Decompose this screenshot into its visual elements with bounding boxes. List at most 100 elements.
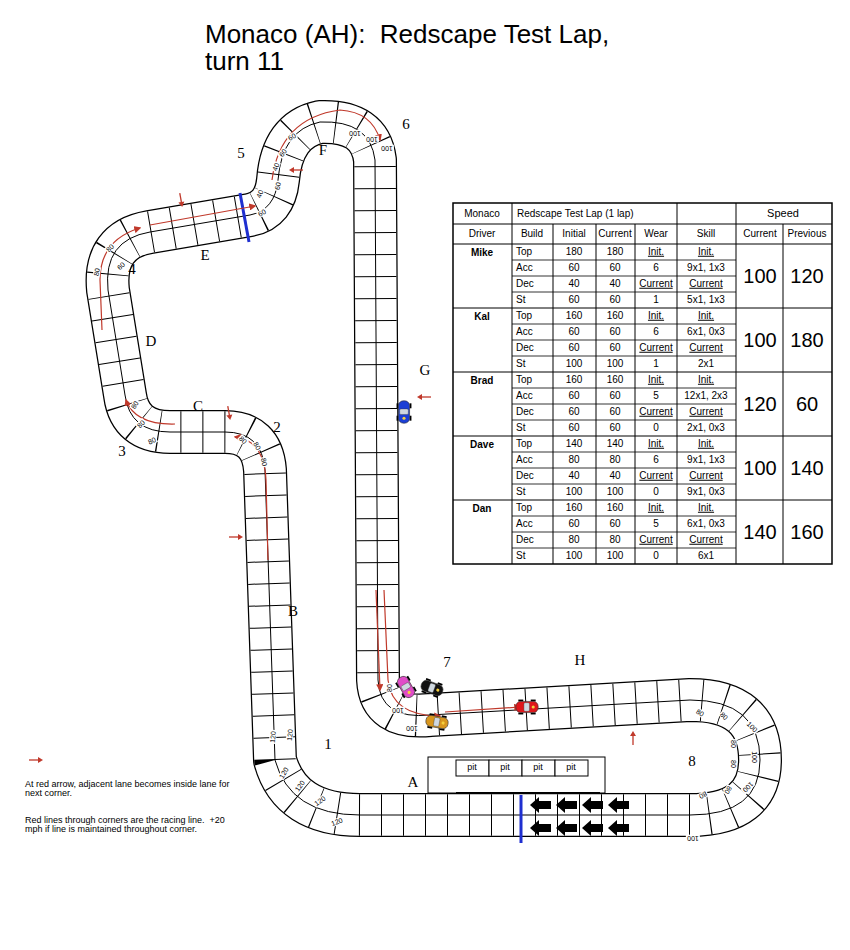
wear-cell: Init. xyxy=(648,311,664,322)
build-stat: Top xyxy=(516,311,532,322)
race-car xyxy=(425,713,450,732)
stat-value: 60 xyxy=(609,519,620,530)
build-stat: St xyxy=(516,487,525,498)
build-stat: Acc xyxy=(516,455,533,466)
table-grid xyxy=(453,203,832,564)
build-stat: Dec xyxy=(516,471,534,482)
lane-arrows xyxy=(29,167,636,836)
driver-name: Brad xyxy=(471,376,494,387)
driver-name: Dave xyxy=(470,440,494,451)
corner-number: 5 xyxy=(237,146,245,162)
build-stat: Top xyxy=(516,439,532,450)
race-car xyxy=(419,677,445,699)
pit-label: pit xyxy=(467,763,477,772)
column-header: Skill xyxy=(697,229,715,240)
section-letter: C xyxy=(193,399,203,415)
stat-value: 60 xyxy=(609,407,620,418)
speed-value: 100 xyxy=(743,458,776,479)
speed-limit: 80 xyxy=(386,683,393,693)
speed-limit: 100 xyxy=(348,129,362,136)
build-stat: Acc xyxy=(516,263,533,274)
lane-arrow xyxy=(417,394,431,400)
build-stat: Top xyxy=(516,375,532,386)
stat-value: 40 xyxy=(568,471,579,482)
corner-number: 1 xyxy=(324,737,332,753)
stat-value: 140 xyxy=(566,439,583,450)
speed-value: 100 xyxy=(743,266,776,287)
stat-value: 100 xyxy=(566,487,583,498)
page-title: Monaco (AH): Redscape Test Lap, turn 11 xyxy=(205,21,635,76)
build-stat: Acc xyxy=(516,391,533,402)
speed-limit: 100 xyxy=(405,724,419,731)
stat-value: 160 xyxy=(607,311,624,322)
speed-limit: 120 xyxy=(269,730,278,744)
build-stat: St xyxy=(516,359,525,370)
section-letter: G xyxy=(420,363,431,379)
skill-cell: Init. xyxy=(698,311,714,322)
stat-value: 60 xyxy=(568,423,579,434)
build-stat: Top xyxy=(516,247,532,258)
section-letter: B xyxy=(288,604,298,620)
wear-cell: Current xyxy=(639,279,672,290)
stat-value: 100 xyxy=(607,487,624,498)
wear-cell: 6 xyxy=(653,455,659,466)
skill-cell: 6x1 xyxy=(698,551,714,562)
corner-number: 4 xyxy=(128,262,136,278)
column-header: Current xyxy=(743,229,776,240)
skill-cell: Init. xyxy=(698,503,714,514)
build-stat: Dec xyxy=(516,343,534,354)
skill-cell: Init. xyxy=(698,375,714,386)
corner-number: 8 xyxy=(688,754,696,770)
skill-cell: 2x1 xyxy=(698,359,714,370)
stat-value: 100 xyxy=(607,359,624,370)
stat-value: 60 xyxy=(568,327,579,338)
build-stat: Top xyxy=(516,503,532,514)
stat-value: 60 xyxy=(568,263,579,274)
corner-number: 3 xyxy=(118,444,126,460)
column-header: Previous xyxy=(788,229,827,240)
wear-cell: 5 xyxy=(653,391,659,402)
build-stat: Dec xyxy=(516,279,534,290)
table-header: Redscape Test Lap (1 lap) xyxy=(517,209,634,220)
corner-number: 6 xyxy=(402,117,410,133)
stat-value: 60 xyxy=(609,295,620,306)
skill-cell: 2x1, 0x3 xyxy=(687,423,725,434)
speed-limit: 100 xyxy=(750,750,757,764)
corner-number: 7 xyxy=(443,655,451,671)
stat-value: 60 xyxy=(568,295,579,306)
stat-value: 60 xyxy=(609,343,620,354)
stat-value: 60 xyxy=(568,343,579,354)
wear-cell: Init. xyxy=(648,247,664,258)
legend-text: At red arrow, adjacent lane becomes insi… xyxy=(25,780,230,799)
speed-limit: 80 xyxy=(729,739,736,749)
stat-value: 180 xyxy=(607,247,624,258)
skill-cell: 6x1, 0x3 xyxy=(687,519,725,530)
skill-cell: Current xyxy=(689,407,722,418)
column-header: Driver xyxy=(469,229,496,240)
race-car xyxy=(394,674,418,701)
wear-cell: 0 xyxy=(653,551,659,562)
wear-cell: Current xyxy=(639,343,672,354)
wear-cell: Current xyxy=(639,407,672,418)
stat-value: 160 xyxy=(566,375,583,386)
stat-value: 60 xyxy=(609,391,620,402)
stat-value: 160 xyxy=(566,311,583,322)
corner-number: 2 xyxy=(273,420,281,436)
speed-value: 120 xyxy=(790,266,823,287)
build-stat: Acc xyxy=(516,327,533,338)
stat-value: 80 xyxy=(609,455,620,466)
column-header: Wear xyxy=(644,229,668,240)
wear-cell: Init. xyxy=(648,375,664,386)
stat-value: 80 xyxy=(568,455,579,466)
wear-cell: 5 xyxy=(653,519,659,530)
stat-value: 40 xyxy=(568,279,579,290)
stat-value: 180 xyxy=(566,247,583,258)
pit-lane xyxy=(428,757,605,793)
wear-cell: 0 xyxy=(653,423,659,434)
stat-value: 100 xyxy=(566,551,583,562)
lane-arrow xyxy=(229,534,243,540)
speed-value: 140 xyxy=(790,458,823,479)
column-header: Initial xyxy=(562,229,585,240)
speed-limit: 80 xyxy=(260,457,269,468)
build-stat: Dec xyxy=(516,407,534,418)
